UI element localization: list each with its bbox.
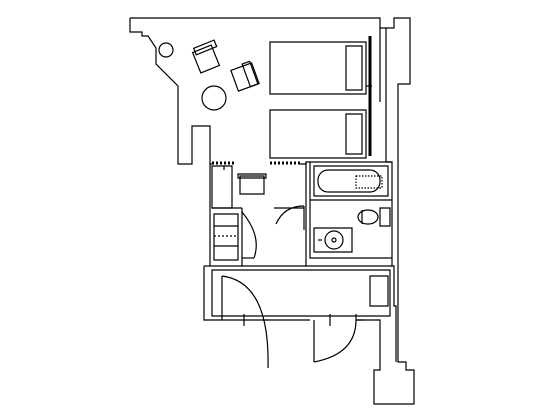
desk-icon <box>212 166 232 208</box>
window-strip <box>212 36 370 163</box>
armchair-icon <box>231 61 259 91</box>
bathtub-icon <box>314 166 388 196</box>
desk-chair-icon <box>238 174 266 194</box>
toilet-icon <box>358 208 390 226</box>
door-swing-icon <box>242 212 256 258</box>
door-swing-icon <box>222 276 268 368</box>
bed-icon <box>270 42 366 94</box>
exterior-walls <box>130 18 414 404</box>
washbasin-icon <box>314 228 352 252</box>
luggage-rack-icon <box>212 270 390 316</box>
armchair-icon <box>193 40 220 73</box>
bed-icon <box>270 110 366 158</box>
round-table-icon <box>202 86 226 110</box>
door-swing-icon <box>314 314 356 362</box>
round-table-icon <box>159 43 173 57</box>
door-swing-icon <box>276 206 304 230</box>
wardrobe-icon <box>214 214 238 260</box>
